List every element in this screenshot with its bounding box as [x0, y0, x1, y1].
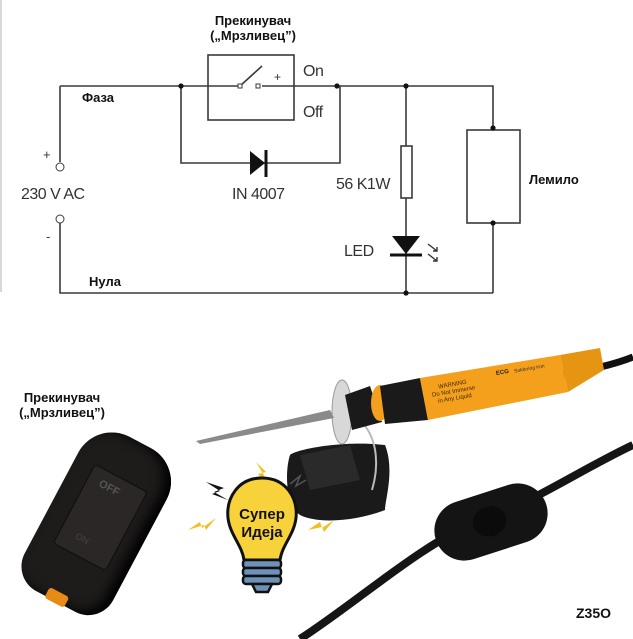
- resistor: [400, 145, 413, 199]
- load-soldering-iron: [466, 129, 521, 224]
- switch-lever: [239, 65, 263, 87]
- switch-box: [207, 54, 295, 121]
- neutral-label: Нула: [89, 274, 121, 289]
- rocker-switch: OFF ON: [11, 419, 185, 625]
- iron-type-label: Soldering iron: [513, 363, 546, 375]
- diode-symbol: [250, 150, 268, 177]
- resistor-label: 56 K1W: [336, 176, 390, 193]
- bulb-text-line2: Идеја: [241, 524, 283, 541]
- source-minus-lead: [59, 222, 493, 294]
- rocker-orange-tab: [44, 587, 70, 608]
- junction-dot: [178, 83, 184, 89]
- photo-switch-title: Прекинувач („Мрзливец”): [12, 390, 112, 420]
- image-border: [0, 0, 2, 292]
- soldering-stand: [287, 379, 390, 521]
- soldering-tip: [196, 410, 334, 444]
- source-terminal-minus: [55, 214, 65, 224]
- switch-on-label: On: [303, 63, 324, 80]
- bypass-wire: [180, 86, 341, 164]
- load-label: Лемило: [529, 172, 579, 187]
- source-plus-label: +: [43, 147, 51, 162]
- junction-dot: [490, 220, 496, 226]
- rocker-button: OFF ON: [52, 463, 148, 572]
- diode-label: IN 4007: [232, 186, 285, 203]
- led-label: LED: [344, 243, 374, 260]
- inline-switch-button: [468, 501, 511, 541]
- junction-dot: [403, 83, 409, 89]
- switch-title-line2: („Мрзливец”): [210, 28, 296, 43]
- phase-label: Фаза: [82, 90, 115, 105]
- signature: Z35O: [576, 605, 612, 621]
- schematic-switch-title: Прекинувач („Мрзливец”): [198, 13, 308, 43]
- junction-dot: [334, 83, 340, 89]
- source-terminal-plus: [55, 162, 65, 172]
- phase-wire-out: [294, 85, 494, 128]
- photo-switch-title-line2: („Мрзливец”): [19, 405, 105, 420]
- rocker-on-label: ON: [73, 530, 91, 547]
- photo-switch-title-line1: Прекинувач: [23, 390, 101, 405]
- inline-cord-switch: [426, 475, 556, 569]
- junction-dot: [490, 125, 496, 131]
- led-symbol: [390, 236, 438, 262]
- bulb-text-line1: Супер: [239, 506, 285, 523]
- source-minus-label: -: [46, 229, 51, 244]
- circuit-schematic: [55, 54, 521, 296]
- switch-title-line1: Прекинувач: [214, 13, 292, 28]
- source-voltage-label: 230 V AC: [21, 186, 85, 203]
- bulb-text: Супер Идеја: [232, 506, 292, 542]
- switch-plus-label: +: [274, 70, 282, 84]
- iron-brand-label: ECG: [495, 368, 510, 378]
- junction-dot: [403, 290, 409, 296]
- iron-warning-label: WARNING Do Not Immerse in Any Liquid: [431, 379, 476, 405]
- switch-off-label: Off: [303, 104, 323, 121]
- rocker-off-label: OFF: [96, 477, 122, 499]
